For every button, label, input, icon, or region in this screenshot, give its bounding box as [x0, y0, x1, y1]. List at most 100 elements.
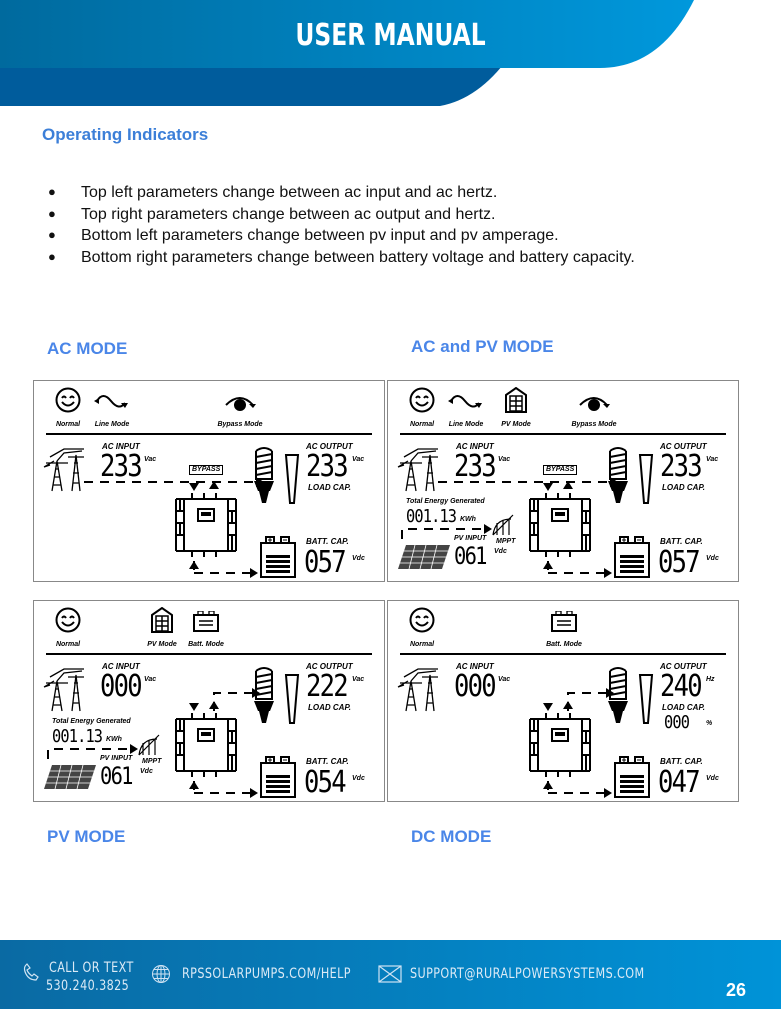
battery-flow-line: [193, 561, 195, 573]
pv-input-unit: Vdc: [494, 548, 507, 555]
mppt-label: MPPT: [142, 758, 162, 765]
battery-flow-line: [548, 572, 606, 574]
bypass-modeicon: [579, 397, 610, 411]
globe-icon: [152, 965, 170, 983]
ac-input-label: AC INPUT: [456, 662, 494, 671]
battery-flow-line: [547, 781, 549, 793]
footer-email[interactable]: SUPPORT@RURALPOWERSYSTEMS.COM: [410, 966, 645, 982]
ac-input-value: 233: [454, 449, 497, 484]
battery-icon: [260, 756, 296, 798]
flow-arrow-icon: [606, 688, 614, 698]
line-modeicon: [94, 395, 128, 408]
status-label: Batt. Mode: [188, 641, 224, 648]
status-label: Line Mode: [448, 421, 484, 428]
batt-cap-unit: Vdc: [706, 775, 719, 782]
status-label: Normal: [409, 641, 435, 648]
power-tower-icon: [43, 668, 84, 712]
total-energy-value: 001.13: [52, 726, 103, 747]
ac-output-unit: Vac: [706, 456, 719, 463]
ac-input-label: AC INPUT: [102, 442, 140, 451]
bypass-label: BYPASS: [543, 465, 578, 475]
bypass-modeicon: [225, 397, 256, 411]
power-tower-icon: [43, 448, 84, 492]
section-title: Operating Indicators: [42, 125, 209, 144]
flow-arrow-icon: [604, 788, 612, 798]
battery-flow-line: [547, 561, 549, 573]
flow-arrow-icon: [604, 568, 612, 578]
flow-arrow-icon: [484, 524, 492, 534]
mode-title-pv: PV MODE: [47, 827, 126, 846]
load-cap-label: LOAD CAP.: [662, 483, 705, 492]
pv-modeicon: [151, 607, 173, 633]
divider: [46, 653, 372, 655]
footer-website[interactable]: RPSSOLARPUMPS.COM/HELP: [182, 966, 351, 982]
battery-flow-line: [194, 792, 252, 794]
status-label: Normal: [409, 421, 435, 428]
mode-title-acpv: AC and PV MODE: [411, 337, 554, 356]
ac-output-unit: Vac: [352, 456, 365, 463]
ac-output-label: AC OUTPUT: [306, 662, 353, 671]
bullet-item: Bottom left parameters change between pv…: [48, 227, 635, 249]
ac-input-label: AC INPUT: [102, 662, 140, 671]
ac-input-label: AC INPUT: [456, 442, 494, 451]
flow-arrow-icon: [189, 483, 199, 491]
line-modeicon: [448, 395, 482, 408]
load-bulb-icon: [254, 447, 300, 504]
ac-flow-line: [438, 481, 612, 483]
flow-arrow-icon: [543, 483, 553, 491]
bypass-label: BYPASS: [189, 465, 224, 475]
normalicon: [55, 387, 81, 413]
footer-call-label: CALL OR TEXT: [49, 960, 134, 976]
phone-icon: [23, 963, 39, 981]
status-label: Normal: [55, 641, 81, 648]
footer-phone[interactable]: 530.240.3825: [46, 978, 130, 994]
ac-output-unit: Hz: [706, 676, 715, 683]
solar-panel-icon: [44, 764, 96, 790]
total-energy-label: Total Energy Generated: [406, 498, 485, 505]
flow-arrow-icon: [130, 744, 138, 754]
flow-arrow-icon: [563, 481, 573, 489]
load-bulb-icon: [608, 447, 654, 504]
footer: CALL OR TEXT 530.240.3825 RPSSOLARPUMPS.…: [0, 940, 781, 1009]
bullet-item: Top left parameters change between ac in…: [48, 184, 635, 206]
status-label: Batt. Mode: [546, 641, 582, 648]
battery-flow-line: [548, 792, 606, 794]
batt-cap-value: 057: [304, 545, 347, 580]
bullet-list: Top left parameters change between ac in…: [48, 184, 635, 270]
header-banner: [0, 0, 694, 106]
pv-input-label: PV INPUT: [100, 755, 133, 762]
total-energy-value: 001.13: [406, 506, 457, 527]
flow-arrow-icon: [256, 477, 264, 487]
battery-flow-line: [193, 781, 195, 793]
ac-flow-line: [84, 481, 258, 483]
output-flow-line: [213, 692, 254, 711]
flow-arrow-icon: [543, 703, 553, 711]
solar-panel-icon: [398, 544, 450, 570]
power-tower-icon: [397, 448, 438, 492]
pv-input-label: PV INPUT: [454, 535, 487, 542]
ac-output-unit: Vac: [352, 676, 365, 683]
inverter-icon: [529, 713, 591, 777]
batt-cap-value: 054: [304, 765, 347, 800]
battery-icon: [260, 536, 296, 578]
battery-icon: [614, 756, 650, 798]
kwh-unit: KWh: [460, 516, 476, 523]
header-title: USER MANUAL: [295, 18, 486, 53]
ac-output-label: AC OUTPUT: [306, 442, 353, 451]
bullet-item: Top right parameters change between ac o…: [48, 206, 635, 228]
load-cap-label: LOAD CAP.: [308, 703, 351, 712]
normalicon: [409, 387, 435, 413]
inverter-icon: [529, 493, 591, 557]
load-cap-unit: %: [706, 720, 713, 727]
output-flow-line: [567, 692, 608, 711]
batt-cap-unit: Vdc: [706, 555, 719, 562]
batt-cap-value: 047: [658, 765, 701, 800]
flow-arrow-icon: [610, 477, 618, 487]
mppt-icon: [138, 734, 160, 756]
normalicon: [409, 607, 435, 633]
flow-arrow-icon: [189, 703, 199, 711]
mail-icon: [378, 965, 402, 983]
flow-arrow-icon: [250, 788, 258, 798]
